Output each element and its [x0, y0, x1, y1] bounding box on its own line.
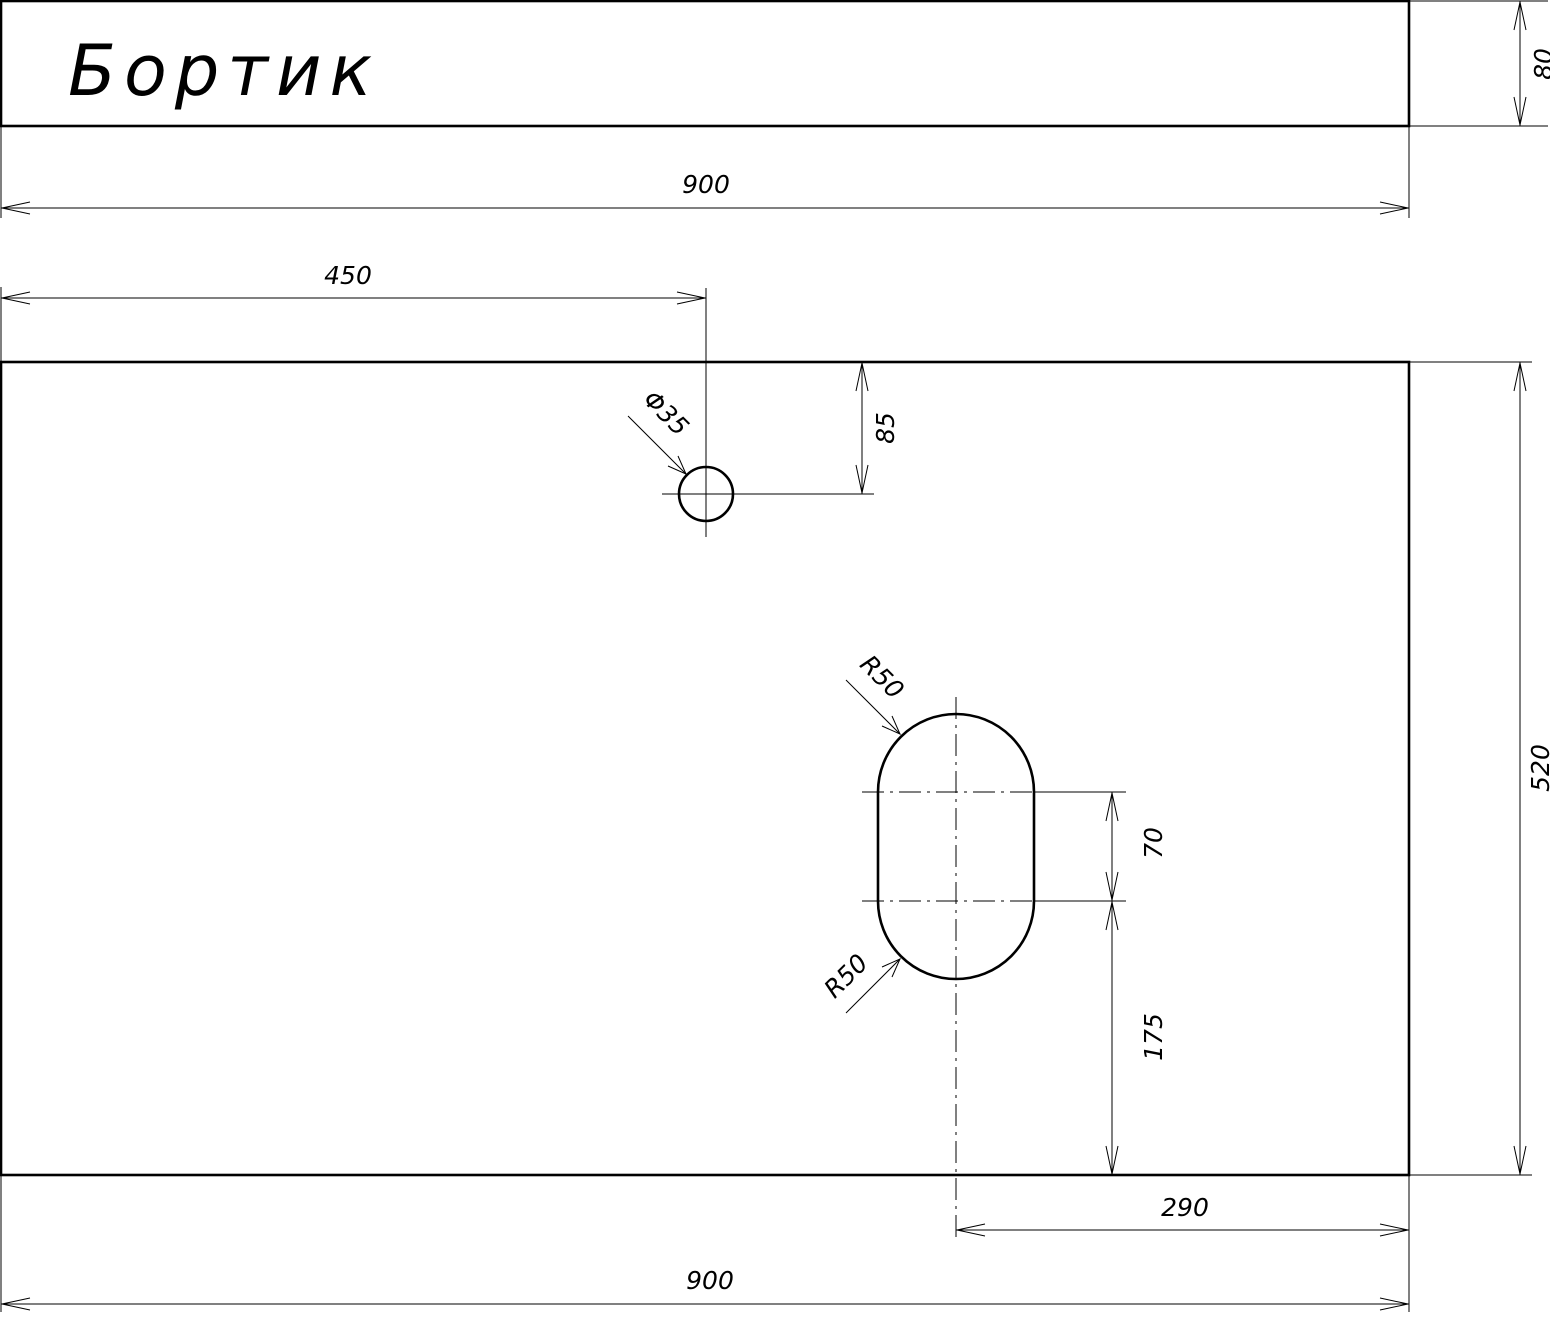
- tap-hole: [662, 288, 874, 537]
- dim-label-70: 70: [1139, 827, 1168, 859]
- dim-hole-diameter: Φ35: [627, 385, 695, 475]
- dim-slot-radius-top: R50: [845, 649, 910, 735]
- dim-label-290: 290: [1161, 1193, 1209, 1222]
- drain-slot: [862, 697, 1036, 1243]
- bortik-outline: [0, 0, 1411, 128]
- bortik-part: Бортик: [0, 0, 1411, 128]
- countertop-outline: [0, 360, 1411, 1177]
- dim-slot-radius-bottom: R50: [818, 948, 901, 1014]
- dim-label-900-bottom: 900: [686, 1266, 734, 1295]
- dim-slot-from-right: 290: [956, 1175, 1410, 1240]
- dim-label-175: 175: [1139, 1013, 1168, 1061]
- dim-bortik-height: 80: [1409, 0, 1550, 127]
- dim-label-85: 85: [871, 412, 900, 444]
- dim-label-r50-bottom: R50: [818, 948, 873, 1003]
- hole-circle: [677, 465, 735, 523]
- dim-hole-offset: 450: [0, 261, 706, 362]
- dim-label-d35: Φ35: [638, 385, 695, 442]
- countertop-part: [0, 360, 1411, 1177]
- dim-label-520: 520: [1526, 744, 1550, 792]
- bortik-title: Бортик: [68, 30, 380, 112]
- dim-hole-from-top: 85: [855, 362, 900, 494]
- dim-label-80: 80: [1529, 48, 1550, 80]
- dim-countertop-height: 520: [1409, 361, 1550, 1176]
- dim-countertop-width: 900: [0, 1175, 1410, 1312]
- dim-bortik-width: 900: [0, 126, 1410, 218]
- dim-slot-vertical: 70 175: [1034, 791, 1168, 1175]
- dim-label-450: 450: [324, 261, 372, 290]
- dim-label-900-top: 900: [682, 170, 730, 199]
